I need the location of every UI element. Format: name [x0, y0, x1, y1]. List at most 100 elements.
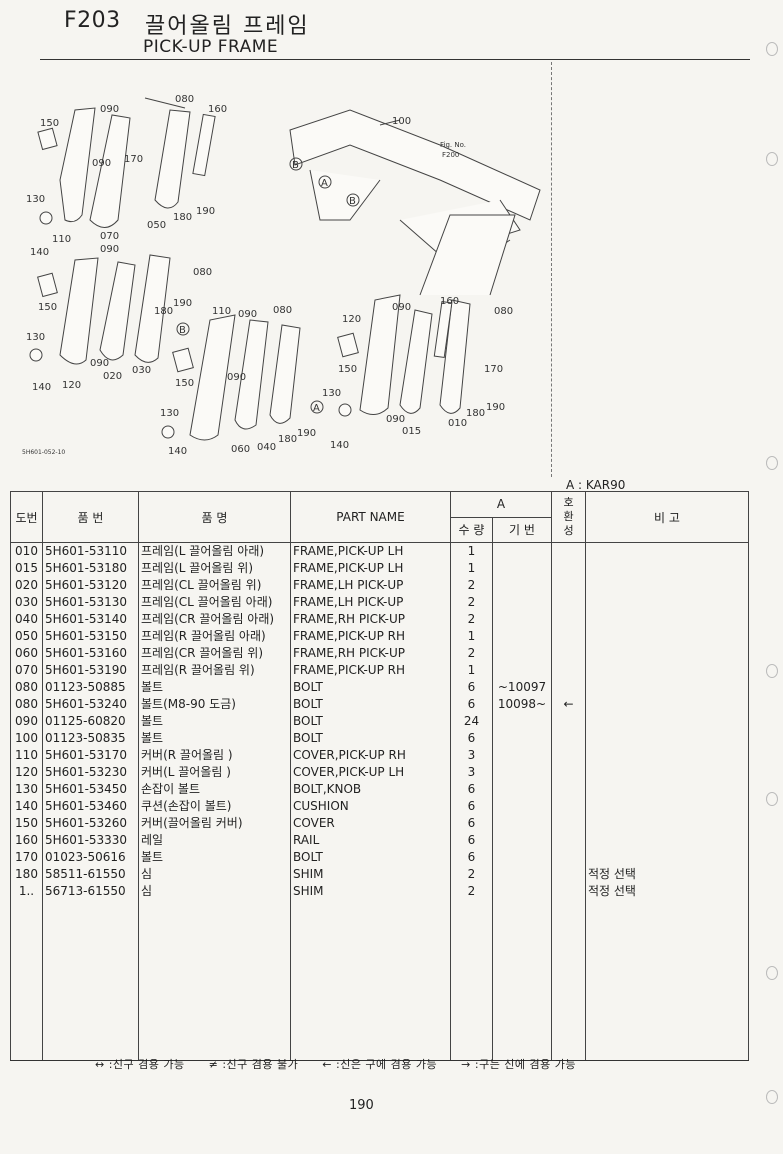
cell-qty: 6	[450, 679, 493, 696]
callout-label: 160	[208, 104, 227, 115]
callout-label: 090	[386, 414, 405, 425]
diagram-callouts: 080 160 090 150 090 170 130 110 140 050 …	[26, 94, 513, 457]
cell-interchange	[551, 611, 586, 628]
cell-no: 040	[10, 611, 43, 628]
cell-part-name: COVER	[290, 815, 451, 832]
empty-cell	[42, 900, 139, 1061]
cell-name-ko: 프레임(CL 끌어올림 위)	[138, 577, 291, 594]
cell-serial	[492, 730, 552, 747]
cell-no: 050	[10, 628, 43, 645]
catalog-code: F203	[64, 8, 121, 33]
cell-serial	[492, 781, 552, 798]
table-row: 070 5H601-53190 프레임(R 끌어올림 위) FRAME,PICK…	[10, 662, 749, 679]
header-serial: 기 번	[492, 516, 552, 543]
cell-name-ko: 심	[138, 883, 291, 900]
cell-name-ko: 쿠션(손잡이 볼트)	[138, 798, 291, 815]
header-interchange: 호 환 성	[551, 491, 586, 543]
drawing-id: 5H601-052-10	[22, 449, 65, 456]
callout-label: 150	[40, 118, 59, 129]
callout-label: 180	[278, 434, 297, 445]
cell-qty: 3	[450, 747, 493, 764]
legend-item: ← :신은 구에 겸용 가능	[322, 1058, 438, 1071]
cell-interchange	[551, 594, 586, 611]
cell-no: 080	[10, 679, 43, 696]
header-part-no: 품 번	[42, 491, 139, 543]
cell-serial	[492, 645, 552, 662]
cell-interchange	[551, 577, 586, 594]
callout-label: 140	[30, 247, 49, 258]
cell-part-no: 01123-50835	[42, 730, 139, 747]
cell-serial	[492, 628, 552, 645]
cell-part-name: BOLT	[290, 696, 451, 713]
cell-part-name: FRAME,RH PICK-UP	[290, 645, 451, 662]
cell-part-name: SHIM	[290, 866, 451, 883]
binder-hole	[766, 664, 778, 678]
callout-label: 170	[124, 154, 143, 165]
cell-part-no: 5H601-53450	[42, 781, 139, 798]
table-row: 140 5H601-53460 쿠션(손잡이 볼트) CUSHION 6	[10, 798, 749, 815]
table-row: 120 5H601-53230 커버(L 끌어올림 ) COVER,PICK-U…	[10, 764, 749, 781]
cell-part-no: 5H601-53150	[42, 628, 139, 645]
cell-serial	[492, 542, 552, 560]
cell-interchange	[551, 781, 586, 798]
cell-no: 110	[10, 747, 43, 764]
table-row: 080 5H601-53240 볼트(M8-90 도금) BOLT 6 1009…	[10, 696, 749, 713]
cell-part-no: 56713-61550	[42, 883, 139, 900]
cell-qty: 2	[450, 645, 493, 662]
callout-label: 130	[160, 408, 179, 419]
cell-qty: 6	[450, 849, 493, 866]
cell-part-name: FRAME,PICK-UP RH	[290, 628, 451, 645]
table-row: 060 5H601-53160 프레임(CR 끌어올림 위) FRAME,RH …	[10, 645, 749, 662]
cell-remarks	[585, 781, 749, 798]
cell-name-ko: 볼트	[138, 713, 291, 730]
cell-no: 060	[10, 645, 43, 662]
cell-interchange	[551, 730, 586, 747]
header-part-name: PART NAME	[290, 491, 451, 543]
callout-label: 140	[330, 440, 349, 451]
cell-serial	[492, 798, 552, 815]
callout-label: 070	[100, 231, 119, 242]
cell-name-ko: 볼트	[138, 679, 291, 696]
cell-interchange	[551, 713, 586, 730]
cell-remarks	[585, 628, 749, 645]
table-row: 130 5H601-53450 손잡이 볼트 BOLT,KNOB 6	[10, 781, 749, 798]
cell-remarks	[585, 747, 749, 764]
cell-qty: 2	[450, 611, 493, 628]
table-row: 1.. 56713-61550 심 SHIM 2 적정 선택	[10, 883, 749, 900]
cell-name-ko: 볼트	[138, 730, 291, 747]
table-filler-row	[10, 900, 749, 1061]
cell-interchange	[551, 883, 586, 900]
callout-label: 150	[338, 364, 357, 375]
callout-label: 160	[440, 296, 459, 307]
cell-serial	[492, 832, 552, 849]
cell-no: 090	[10, 713, 43, 730]
figure-reference-number: F200	[442, 151, 459, 159]
header-rule	[40, 59, 750, 60]
cell-interchange	[551, 679, 586, 696]
cell-qty: 2	[450, 866, 493, 883]
cell-remarks: 적정 선택	[585, 866, 749, 883]
cell-part-name: COVER,PICK-UP LH	[290, 764, 451, 781]
cell-part-no: 01023-50616	[42, 849, 139, 866]
page-title-english: PICK-UP FRAME	[143, 37, 279, 57]
table-row: 050 5H601-53150 프레임(R 끌어올림 아래) FRAME,PIC…	[10, 628, 749, 645]
cell-part-no: 5H601-53160	[42, 645, 139, 662]
table-row: 150 5H601-53260 커버(끌어올림 커버) COVER 6	[10, 815, 749, 832]
cell-serial	[492, 713, 552, 730]
callout-label: 010	[448, 418, 467, 429]
table-row: 015 5H601-53180 프레임(L 끌어올림 위) FRAME,PICK…	[10, 560, 749, 577]
cell-part-name: BOLT	[290, 679, 451, 696]
callout-label: 080	[193, 267, 212, 278]
parts-table: 도번 품 번 품 명 PART NAME A 호 환 성 비 고 수 량 기 번…	[10, 491, 749, 1061]
cell-part-name: FRAME,PICK-UP LH	[290, 560, 451, 577]
cell-interchange	[551, 764, 586, 781]
callout-label: 080	[494, 306, 513, 317]
header-remarks: 비 고	[585, 491, 749, 543]
cell-part-no: 5H601-53240	[42, 696, 139, 713]
cell-remarks	[585, 764, 749, 781]
cell-no: 160	[10, 832, 43, 849]
cell-part-name: BOLT,KNOB	[290, 781, 451, 798]
cell-qty: 6	[450, 730, 493, 747]
callout-label: 060	[231, 444, 250, 455]
callout-label: 130	[26, 332, 45, 343]
